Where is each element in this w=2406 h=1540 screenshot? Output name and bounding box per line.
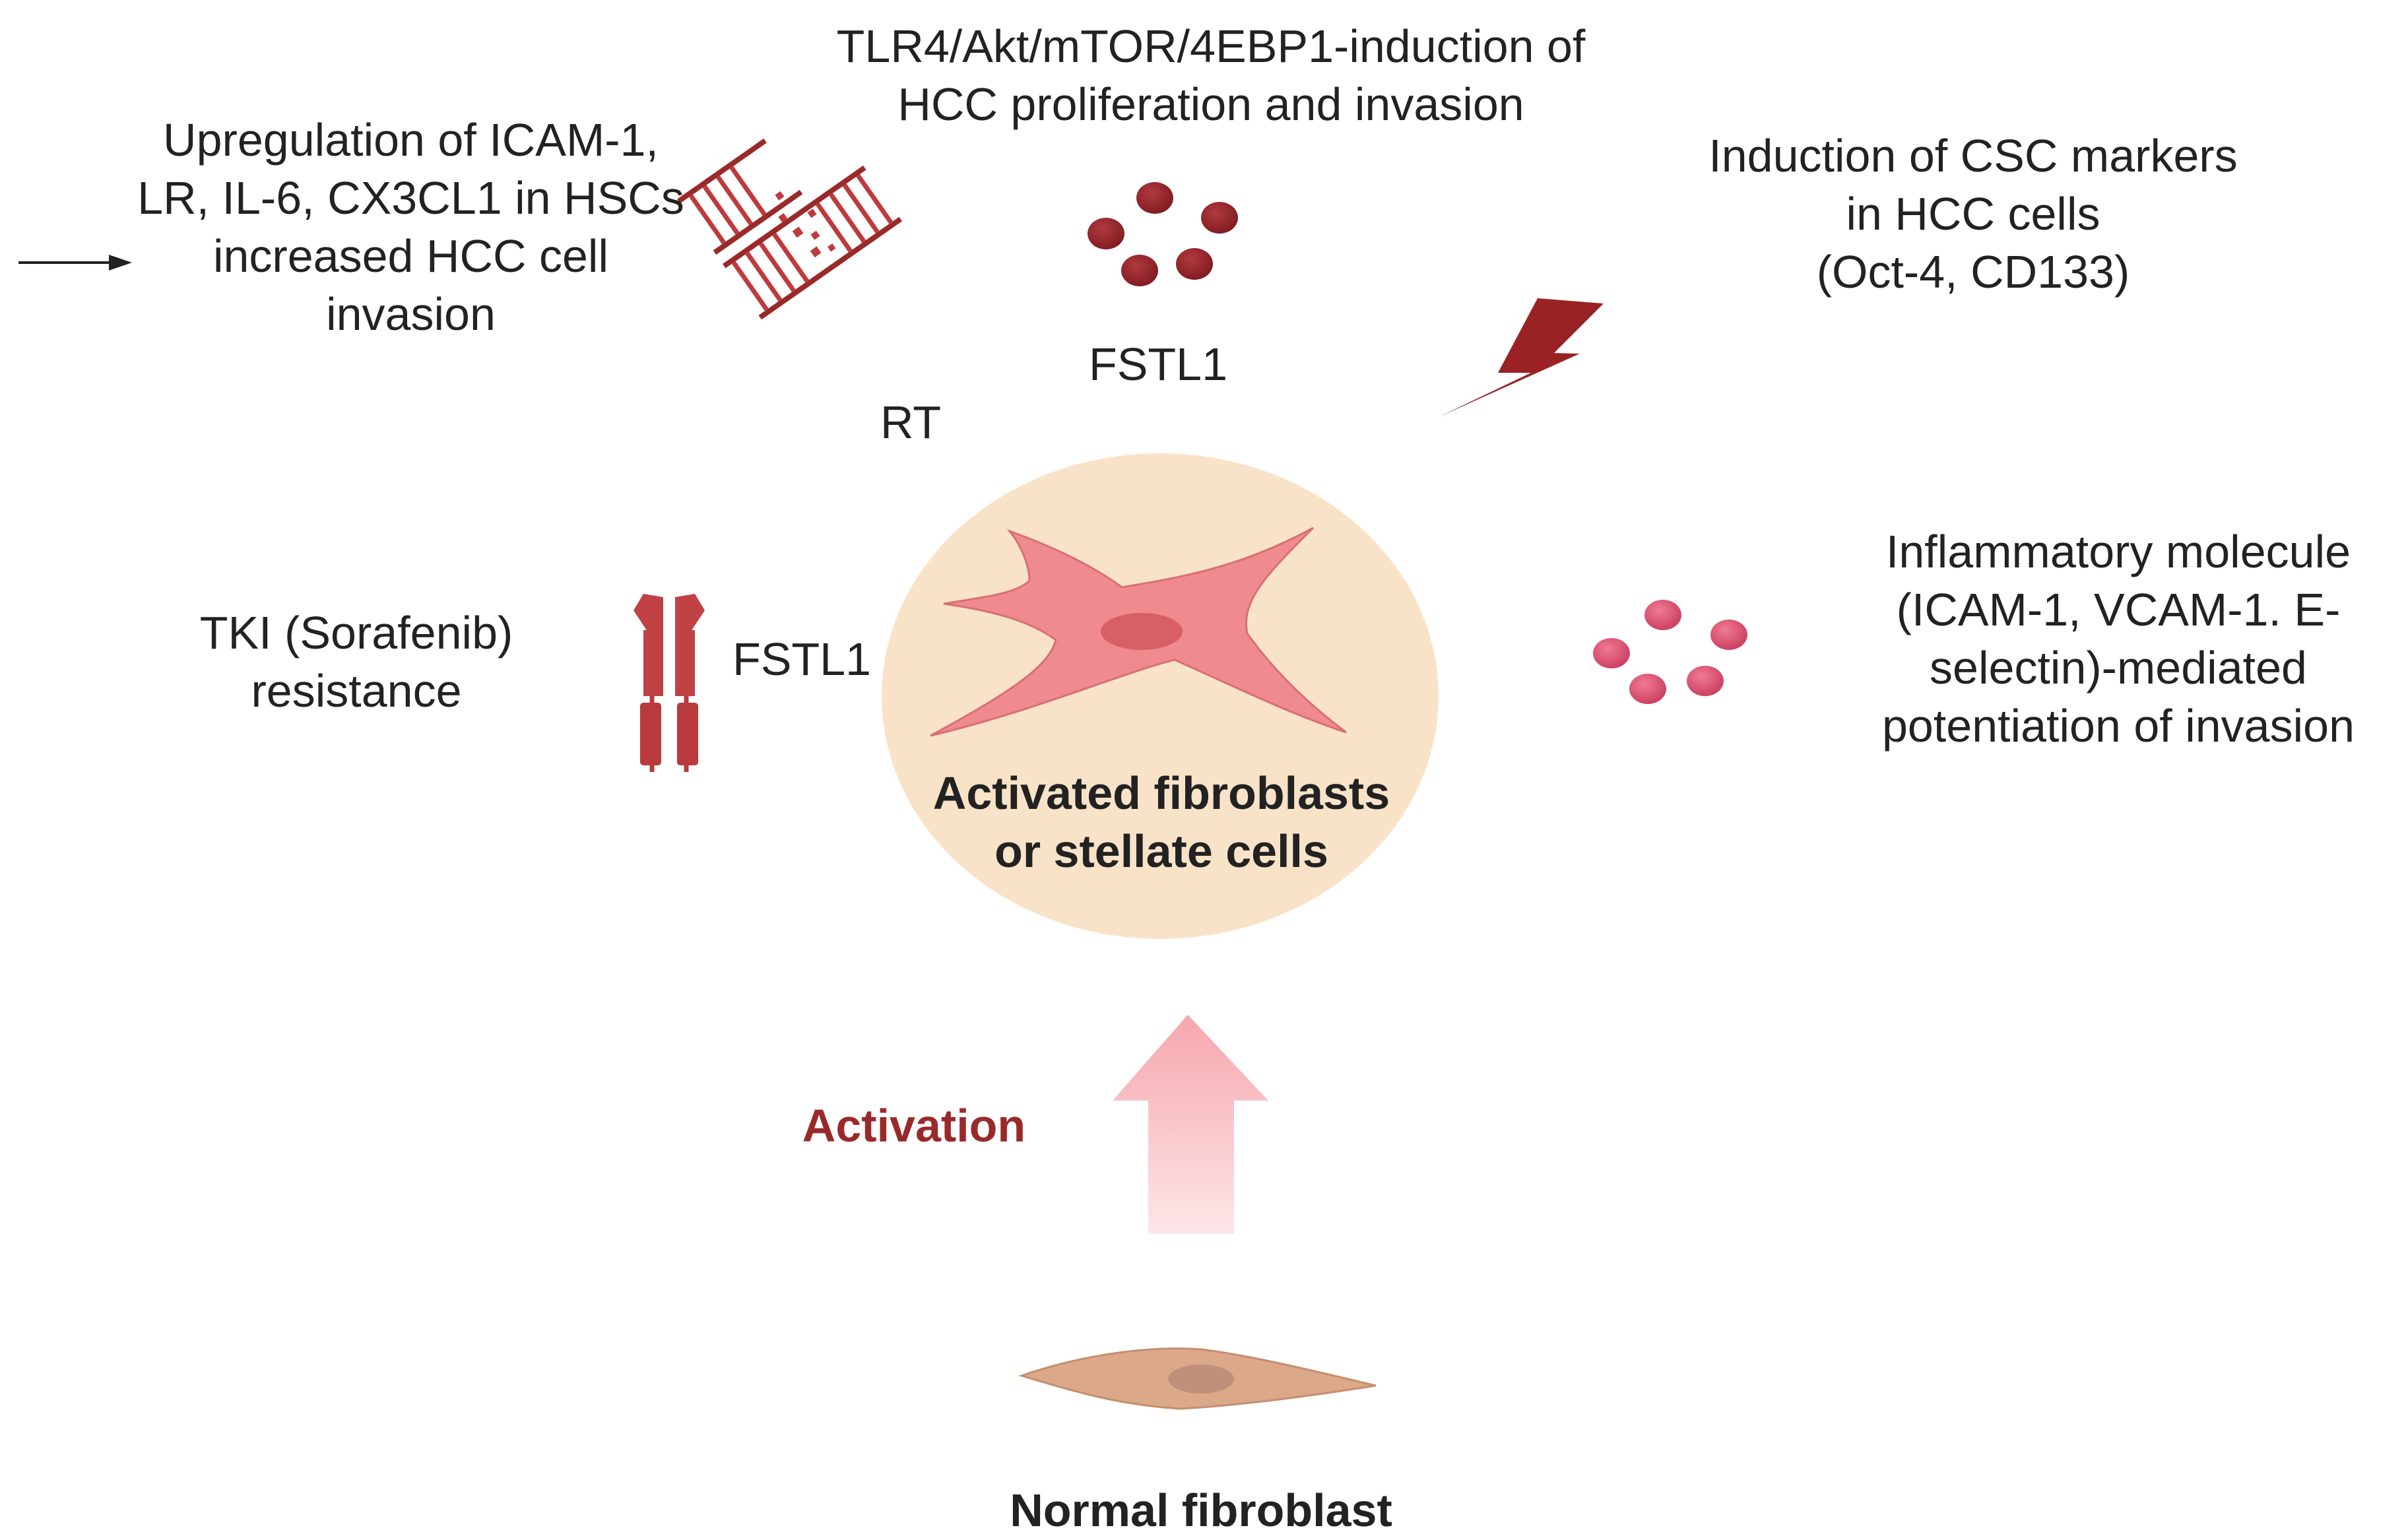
fstl1-granules-icon: [1088, 182, 1238, 286]
normal-fibroblast-label: Normal fibroblast: [1010, 1485, 1392, 1536]
top-center-line-2: HCC proliferation and invasion: [897, 79, 1524, 130]
dna-radiation-icon: [677, 138, 903, 320]
top-left-line-4: invasion: [326, 288, 496, 340]
top-center-line-1: TLR4/Akt/mTOR/4EBP1-induction of: [836, 20, 1586, 72]
top-right-line-1: Induction of CSC markers: [1708, 130, 2238, 181]
left-mid-line-1: TKI (Sorafenib): [199, 607, 513, 658]
right-mid-line-4: potentiation of invasion: [1881, 700, 2355, 752]
cell-halo: [882, 453, 1439, 939]
center-label: Activated fibroblasts or stellate cells: [897, 764, 1425, 880]
left-mid-line-2: resistance: [251, 665, 462, 717]
top-left-line-3: increased HCC cell: [212, 230, 609, 282]
antibody-receptor-icon: [634, 594, 705, 772]
center-line-1: Activated fibroblasts: [932, 767, 1390, 819]
lightning-bolt-icon: [1439, 298, 1604, 417]
activation-label: Activation: [802, 1100, 1026, 1151]
fstl1-left-label: FSTL1: [732, 633, 872, 685]
top-center-label: TLR4/Akt/mTOR/4EBP1-induction of HCC pro…: [765, 17, 1656, 133]
top-right-label: Induction of CSC markers in HCC cells (O…: [1643, 127, 2303, 301]
normal-fibroblast-icon: [1018, 1347, 1377, 1410]
top-left-label: Upregulation of ICAM-1, LR, IL-6, CX3CL1…: [112, 111, 709, 343]
top-right-line-3: (Oct-4, CD133): [1816, 246, 2130, 298]
inflammatory-granules-icon: [1593, 600, 1747, 704]
right-mid-line-3: selectin)-mediated: [1930, 642, 2307, 693]
left-mid-label: TKI (Sorafenib) resistance: [158, 604, 554, 720]
right-mid-line-1: Inflammatory molecule: [1885, 526, 2351, 577]
right-mid-label: Inflammatory molecule (ICAM-1, VCAM-1. E…: [1835, 523, 2402, 755]
right-mid-line-2: (ICAM-1, VCAM-1. E-: [1896, 584, 2341, 635]
top-left-line-2: LR, IL-6, CX3CL1 in HSCs: [137, 172, 684, 224]
activated-fibroblast-icon: [930, 527, 1347, 737]
top-right-line-2: in HCC cells: [1846, 188, 2100, 240]
activation-arrow-icon: [1113, 1015, 1268, 1234]
pointer-arrow-icon: [18, 255, 132, 271]
fstl1-top-label: FSTL1: [1088, 338, 1228, 390]
top-left-line-1: Upregulation of ICAM-1,: [163, 114, 659, 166]
center-line-2: or stellate cells: [994, 825, 1328, 877]
rt-label: RT: [880, 397, 942, 448]
